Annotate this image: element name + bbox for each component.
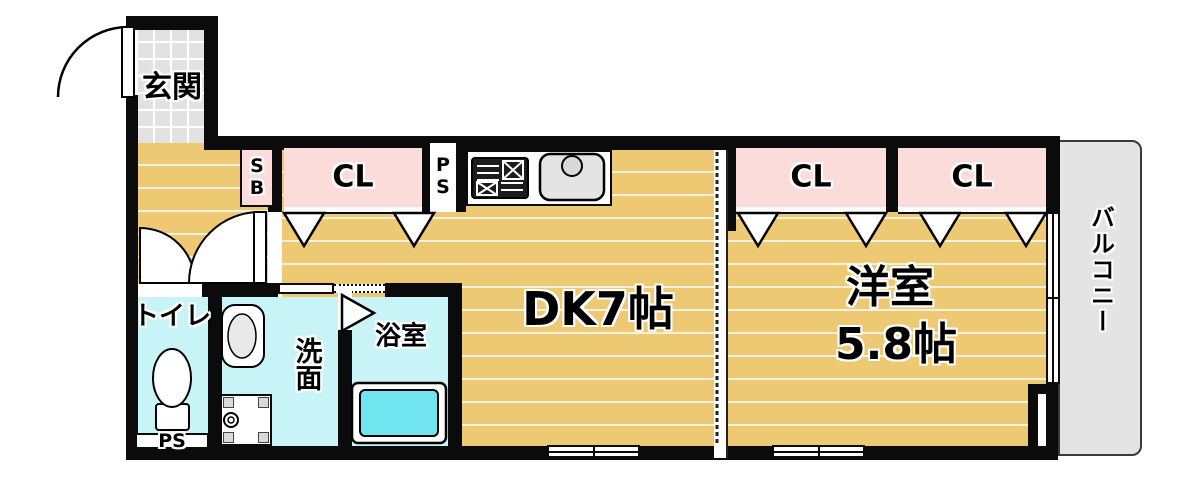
toilet-label: トイレ [132, 301, 212, 332]
entrance-label: 玄関 [142, 70, 202, 105]
closet-dk-label: CL [332, 159, 374, 195]
wall [385, 283, 462, 297]
wall [422, 136, 430, 212]
accordion-partition [714, 150, 728, 458]
balcony-label: バルコニー [1086, 205, 1115, 335]
pan-corner [223, 432, 234, 443]
wall [126, 16, 218, 30]
western-room-label-line2: 5.8帖 [835, 319, 957, 370]
toilet-door-opening [138, 285, 202, 295]
wall [126, 16, 138, 29]
wall [886, 136, 898, 212]
pan-corner [258, 432, 269, 443]
window-dk [547, 445, 640, 458]
closet-west-right-label: CL [951, 159, 993, 195]
washer-pan-icon [220, 394, 272, 446]
pan-corner [258, 397, 269, 408]
window-tick [817, 445, 820, 458]
wall [448, 283, 462, 446]
dk-label: DK7帖 [522, 282, 674, 336]
bathroom-label: 浴室 [374, 321, 428, 352]
window-tick [1046, 297, 1060, 299]
window-balcony [1046, 212, 1060, 384]
pan-corner [223, 397, 234, 408]
window-tick [592, 445, 595, 458]
closet-west-left-label: CL [790, 159, 832, 195]
bathroom-door-opening [338, 291, 352, 330]
pipe-space-kitchen-label: PS [432, 154, 454, 198]
closet-sill [898, 207, 1046, 214]
wall [338, 330, 352, 446]
shoe-box [240, 148, 274, 207]
pillar-slot [1036, 392, 1048, 448]
wall [204, 136, 1060, 150]
wall [126, 95, 138, 460]
sliding-door-rail [334, 284, 385, 293]
closet-sill [736, 207, 886, 214]
washroom-sliding-door [278, 283, 334, 294]
washroom-label: 洗面 [290, 337, 322, 391]
entrance-floor [138, 30, 204, 145]
pipe-space-toilet-label: PS [158, 430, 186, 452]
shoe-box-label: SB [246, 155, 268, 199]
wall [208, 283, 222, 460]
closet-west-left [736, 148, 886, 209]
western-room-label-line1: 洋室 [846, 262, 934, 313]
wall [456, 136, 466, 212]
wall [204, 16, 218, 150]
entrance-door-swing-icon [56, 25, 135, 98]
kitchen-counter [466, 150, 612, 206]
pipe-space-kitchen-box [430, 143, 456, 212]
pipe-space-toilet-strip [137, 435, 207, 447]
wall [1046, 136, 1060, 212]
window-western-room [772, 445, 865, 458]
closet-sill [284, 207, 422, 214]
